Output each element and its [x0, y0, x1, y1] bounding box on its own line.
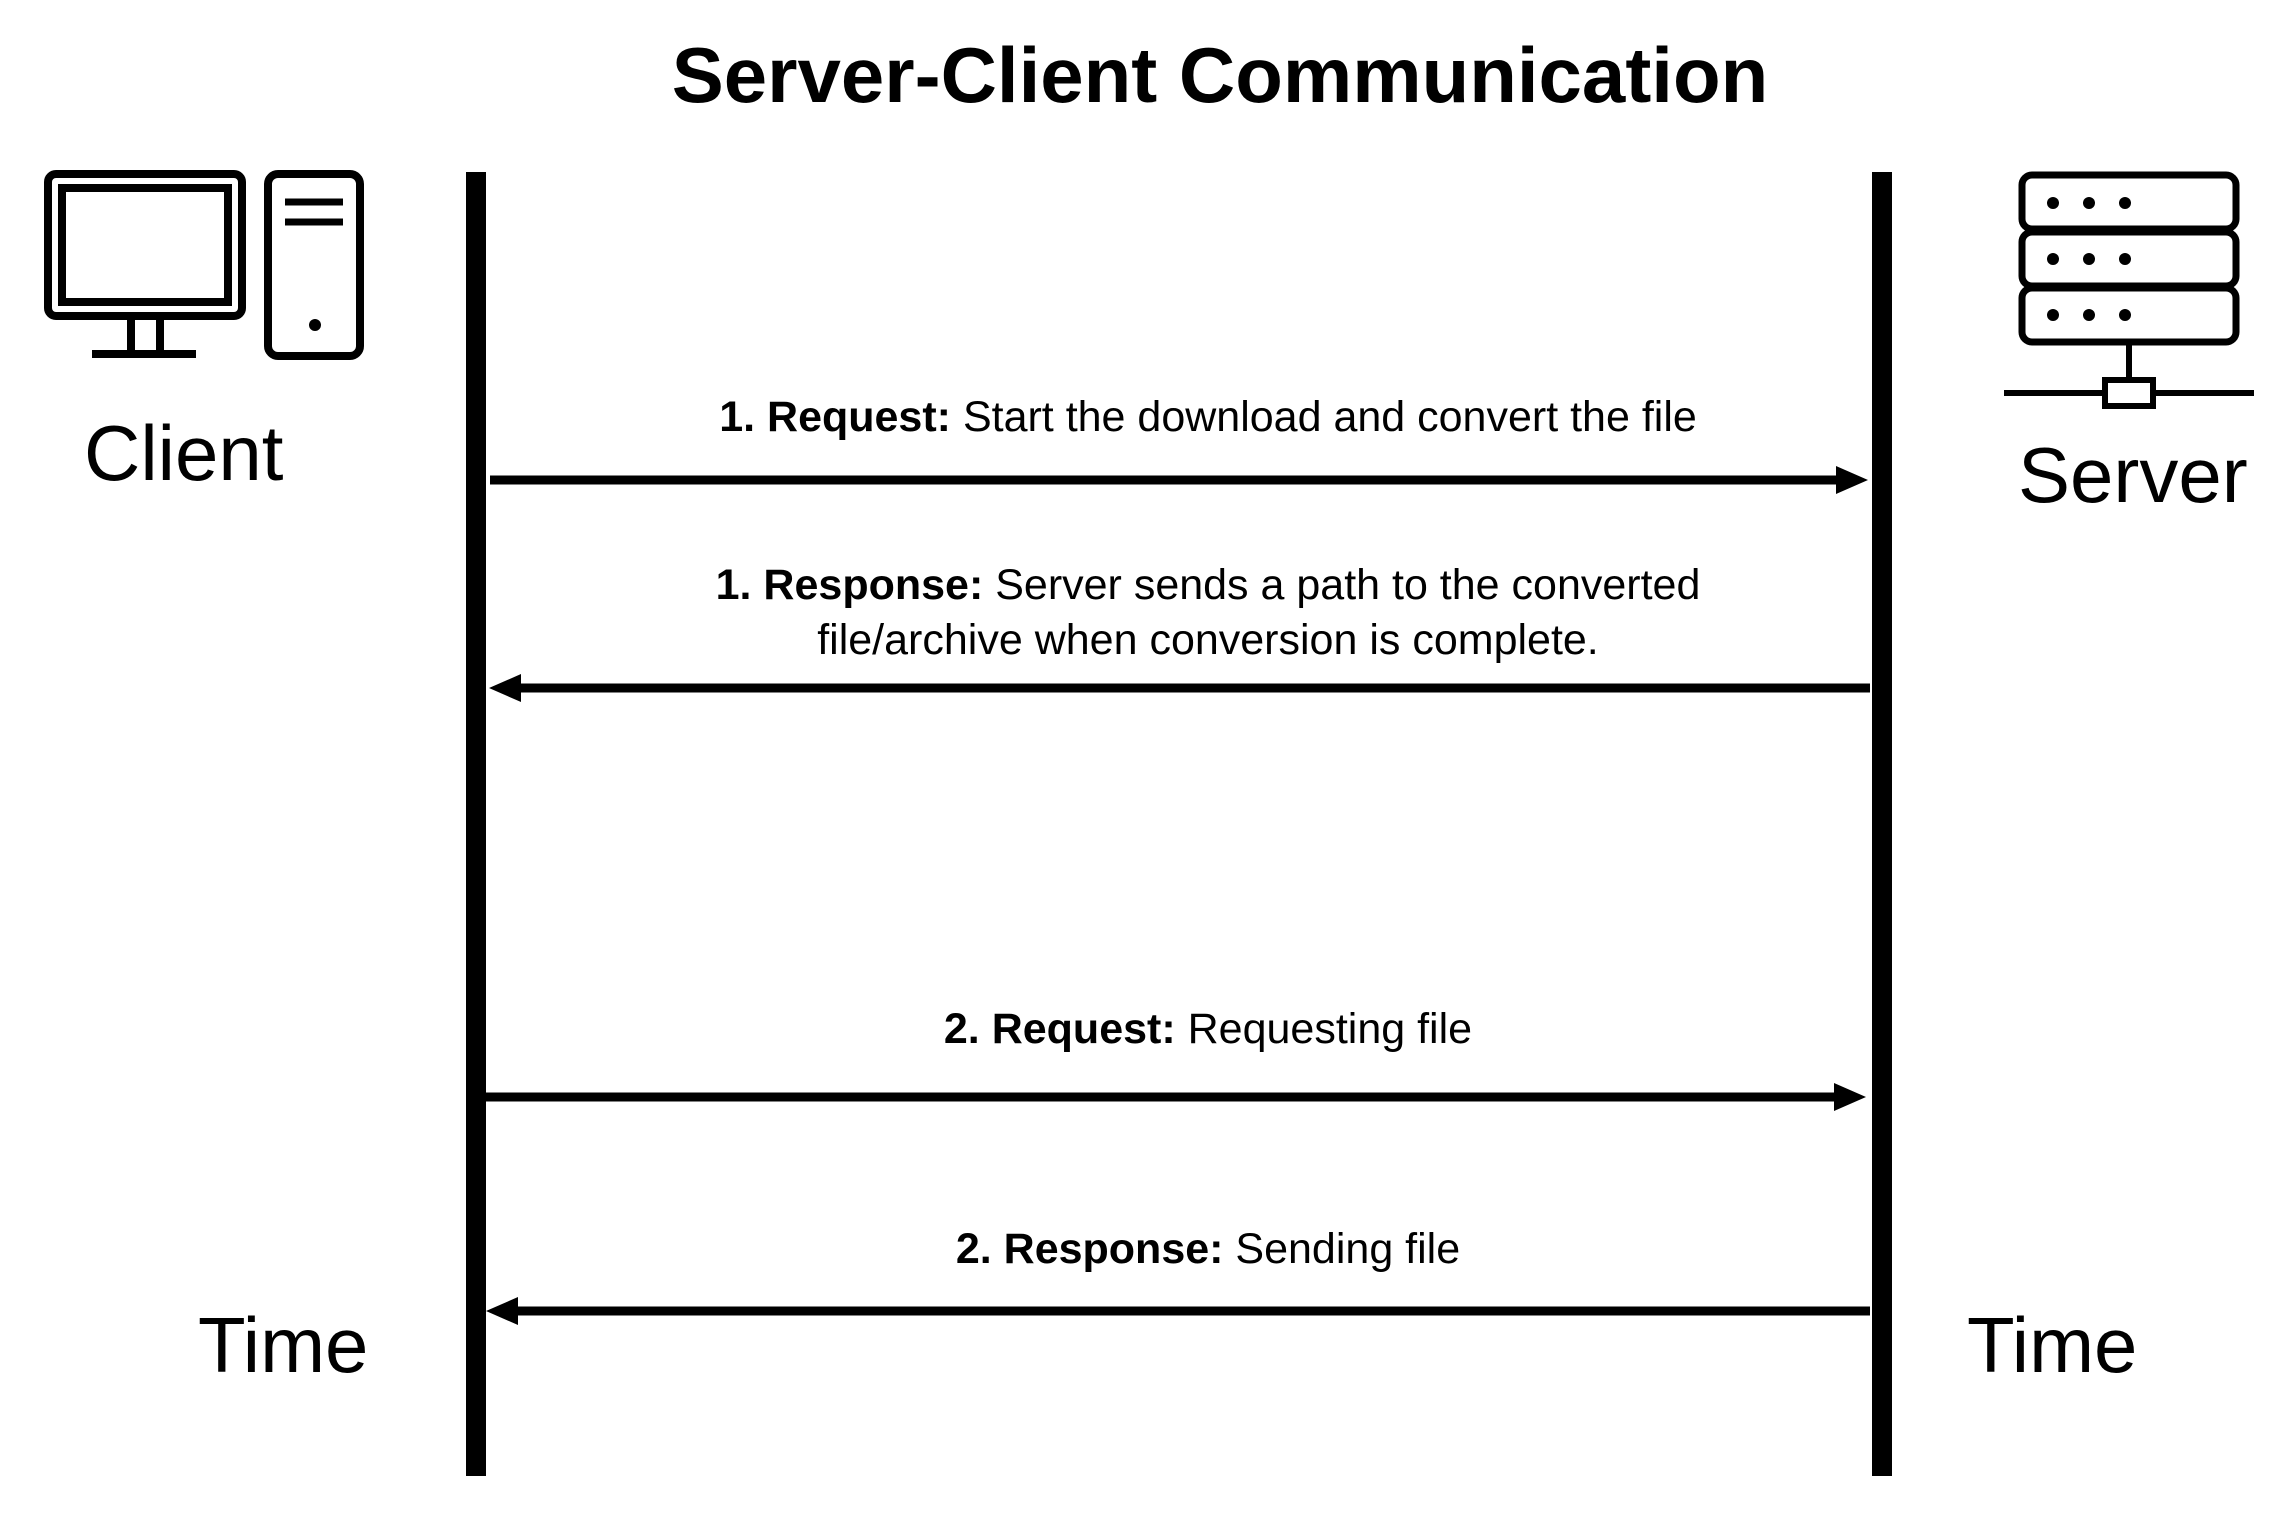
message-step: 1. Response:	[715, 561, 984, 609]
client-time-label: Time	[198, 1301, 369, 1389]
arrow-response-1	[489, 674, 1870, 702]
client-lifeline	[466, 172, 486, 1476]
message-text: Requesting file	[1187, 1005, 1473, 1053]
message-step: 2. Request:	[943, 1005, 1176, 1053]
message-text: Sending file	[1235, 1225, 1461, 1273]
arrow-request-2	[486, 1083, 1866, 1111]
server-time-label: Time	[1967, 1301, 2138, 1389]
message-label-request-2: 2. Request: Requesting file	[513, 1002, 1903, 1057]
arrow-request-1	[490, 466, 1868, 494]
diagram-title: Server-Client Communication	[671, 31, 1769, 119]
message-text: Start the download and convert the file	[962, 393, 1697, 441]
message-step: 1. Request:	[719, 393, 951, 441]
message-label-request-1: 1. Request: Start the download and conve…	[513, 390, 1903, 445]
message-step: 2. Response:	[955, 1225, 1224, 1273]
arrow-response-2	[486, 1297, 1870, 1325]
message-label-response-1: 1. Response: Server sends a path to the …	[513, 558, 1903, 668]
message-text: Server sends a path to the converted fil…	[817, 561, 1701, 664]
message-label-response-2: 2. Response: Sending file	[513, 1222, 1903, 1277]
server-label: Server	[2018, 431, 2248, 519]
client-label: Client	[84, 409, 284, 497]
server-lifeline	[1872, 172, 1892, 1476]
